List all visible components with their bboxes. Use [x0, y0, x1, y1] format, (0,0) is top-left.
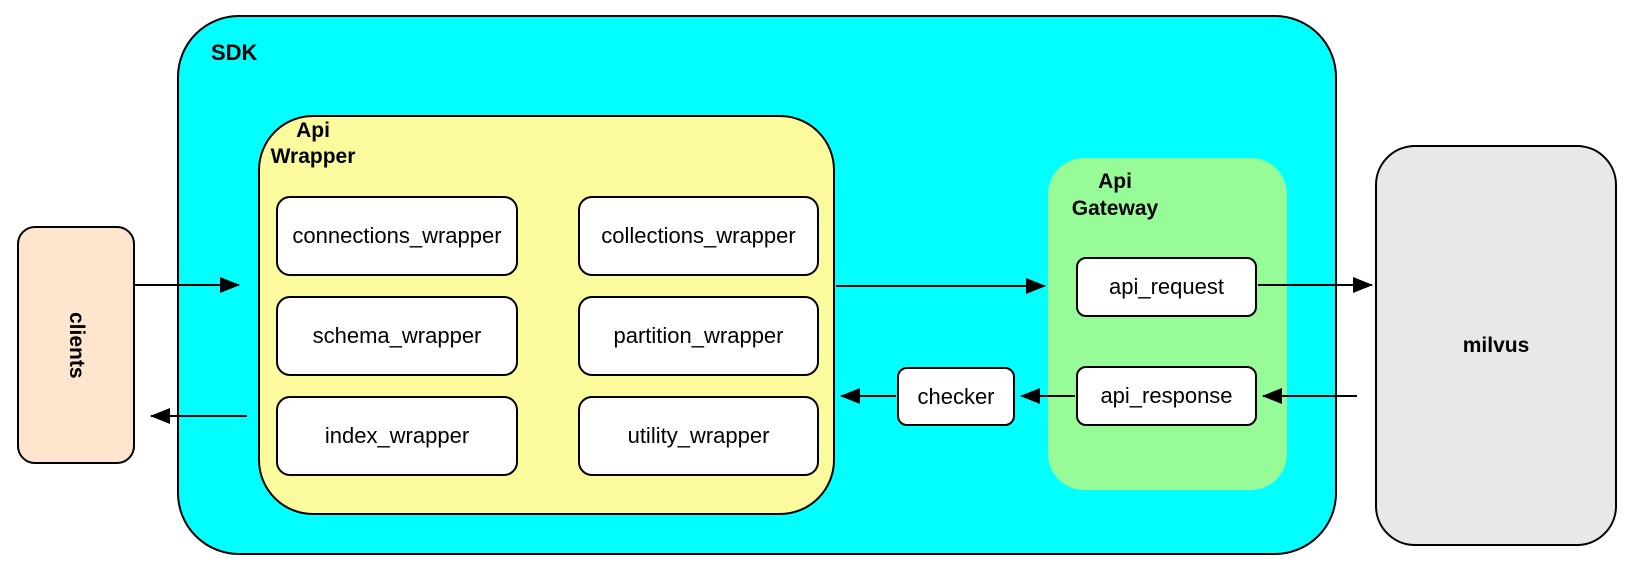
- collections-wrapper-node: collections_wrapper: [578, 196, 819, 276]
- utility-wrapper-label: utility_wrapper: [627, 423, 770, 448]
- api-request-label: api_request: [1109, 274, 1224, 299]
- milvus-label: milvus: [1462, 333, 1530, 357]
- milvus-node: milvus: [1375, 145, 1617, 546]
- partition-wrapper-node: partition_wrapper: [578, 296, 819, 376]
- api-response-node: api_response: [1076, 366, 1257, 426]
- index-wrapper-label: index_wrapper: [324, 423, 470, 448]
- partition-wrapper-label: partition_wrapper: [613, 323, 784, 348]
- connections-wrapper-label: connections_wrapper: [292, 223, 502, 248]
- collections-wrapper-label: collections_wrapper: [601, 223, 796, 248]
- schema-wrapper-label: schema_wrapper: [312, 323, 482, 348]
- schema-wrapper-node: schema_wrapper: [276, 296, 518, 376]
- api-gateway-container: [1048, 158, 1287, 490]
- api-wrapper-label: Api Wrapper: [270, 119, 356, 168]
- clients-label: clients: [65, 311, 88, 379]
- utility-wrapper-node: utility_wrapper: [578, 396, 819, 476]
- clients-node: clients: [17, 226, 135, 464]
- checker-node: checker: [897, 367, 1015, 426]
- api-response-label: api_response: [1100, 383, 1233, 408]
- index-wrapper-node: index_wrapper: [276, 396, 518, 476]
- api-gateway-label: Api Gateway: [1071, 170, 1159, 220]
- sdk-label: SDK: [211, 40, 258, 65]
- connections-wrapper-node: connections_wrapper: [276, 196, 518, 276]
- checker-label: checker: [917, 383, 995, 409]
- api-request-node: api_request: [1076, 257, 1257, 317]
